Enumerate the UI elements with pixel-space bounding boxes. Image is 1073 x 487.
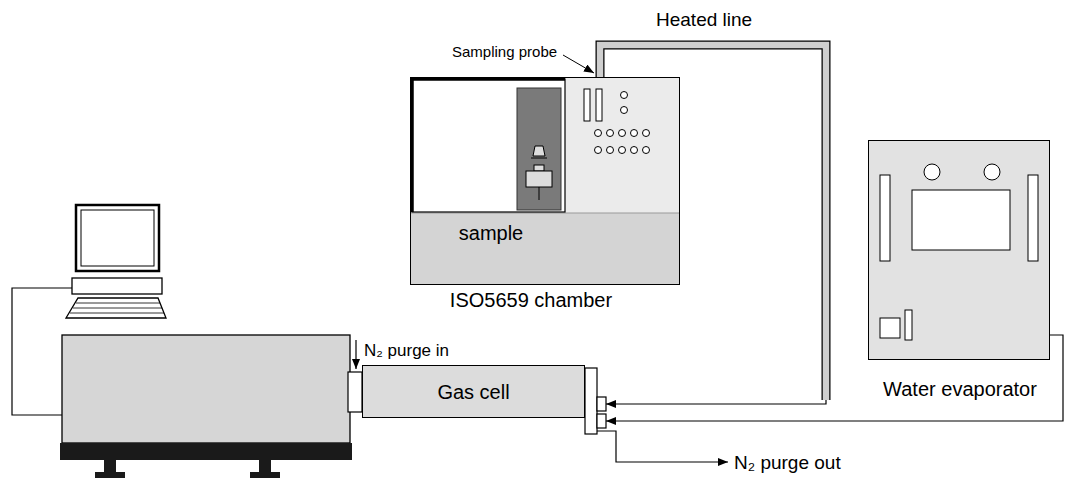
sample-label: sample (459, 222, 523, 245)
heated-hose (600, 45, 826, 400)
purge-in-label: N₂ purge in (364, 341, 449, 361)
evaporator-body (868, 140, 1050, 360)
probe-leader (563, 55, 594, 73)
purge-in-arrow (355, 340, 356, 369)
gas-cell-label: Gas cell (437, 380, 509, 403)
gas-cell: Gas cell (362, 365, 585, 418)
probe-label: Sampling probe (452, 43, 557, 60)
water-line (606, 335, 1063, 421)
chamber-body (410, 77, 680, 285)
test-chamber: sampleISO5659 chamber (410, 77, 680, 285)
gas-cell-body (348, 365, 606, 434)
chamber-heading: ISO5659 chamber (450, 289, 612, 312)
heated-line (600, 45, 826, 404)
evaporator-heading: Water evaporator (883, 378, 1037, 401)
purge-out-label: N₂ purge out (734, 452, 841, 474)
heated-hose-fill (600, 45, 826, 400)
line-label: Heated line (655, 9, 753, 31)
spectrometer (60, 335, 352, 478)
computer (66, 205, 166, 318)
water-evaporator: Water evaporator (868, 140, 1050, 360)
purge-out-arrow (597, 431, 728, 462)
